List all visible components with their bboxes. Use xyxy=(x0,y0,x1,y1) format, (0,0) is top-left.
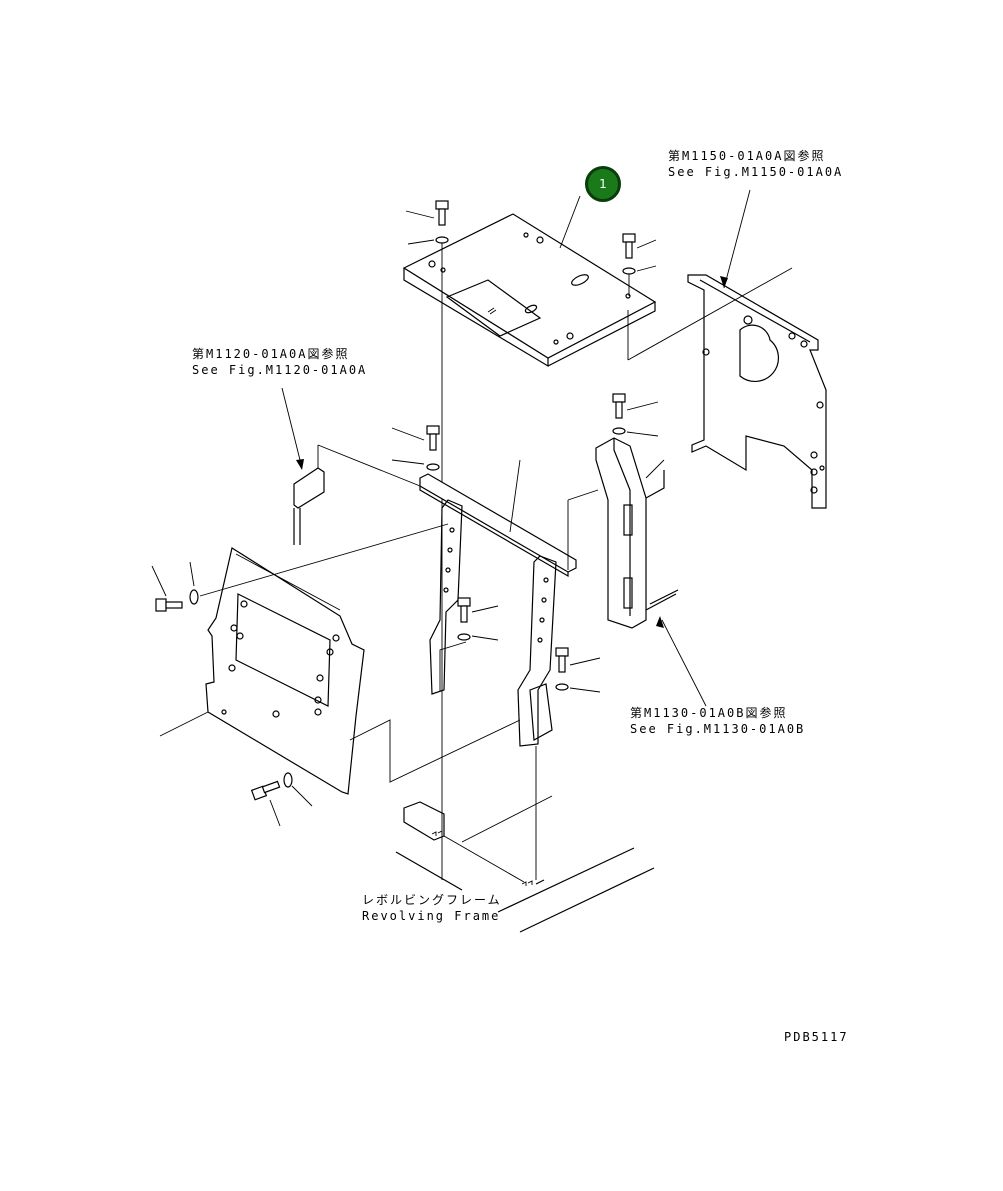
ref-m1130-label: 第M1130-01A0B図参照 See Fig.M1130-01A0B xyxy=(630,705,805,737)
ref-m1130-en: See Fig.M1130-01A0B xyxy=(630,722,806,736)
revolving-frame-jp: レボルビングフレーム xyxy=(362,893,502,907)
center-frame xyxy=(419,459,577,880)
right-post xyxy=(567,437,679,629)
left-front-panel xyxy=(159,523,521,795)
revolving-frame xyxy=(395,795,655,933)
ref-m1120-en: See Fig.M1120-01A0A xyxy=(192,363,368,377)
left-bolts xyxy=(151,561,313,827)
ref-m1130-jp: 第M1130-01A0B図参照 xyxy=(630,706,788,720)
ref-m1120-label: 第M1120-01A0A図参照 See Fig.M1120-01A0A xyxy=(192,346,367,378)
center-bolts xyxy=(391,393,659,693)
part-callout-1[interactable]: 1 xyxy=(585,166,621,202)
ref-m1150-en: See Fig.M1150-01A0A xyxy=(668,165,844,179)
rear-panel xyxy=(627,267,827,509)
callout-number: 1 xyxy=(599,177,607,191)
ref-m1120-jp: 第M1120-01A0A図参照 xyxy=(192,347,350,361)
revolving-frame-en: Revolving Frame xyxy=(362,909,501,923)
ref-m1150-jp: 第M1150-01A0A図参照 xyxy=(668,149,826,163)
left-bracket xyxy=(293,444,431,545)
top-bolts xyxy=(405,200,657,880)
top-cover-plate xyxy=(402,213,657,368)
ref-m1150-label: 第M1150-01A0A図参照 See Fig.M1150-01A0A xyxy=(668,148,843,180)
drawing-number: PDB5117 xyxy=(784,1030,849,1044)
revolving-frame-label: レボルビングフレーム Revolving Frame xyxy=(362,892,502,924)
